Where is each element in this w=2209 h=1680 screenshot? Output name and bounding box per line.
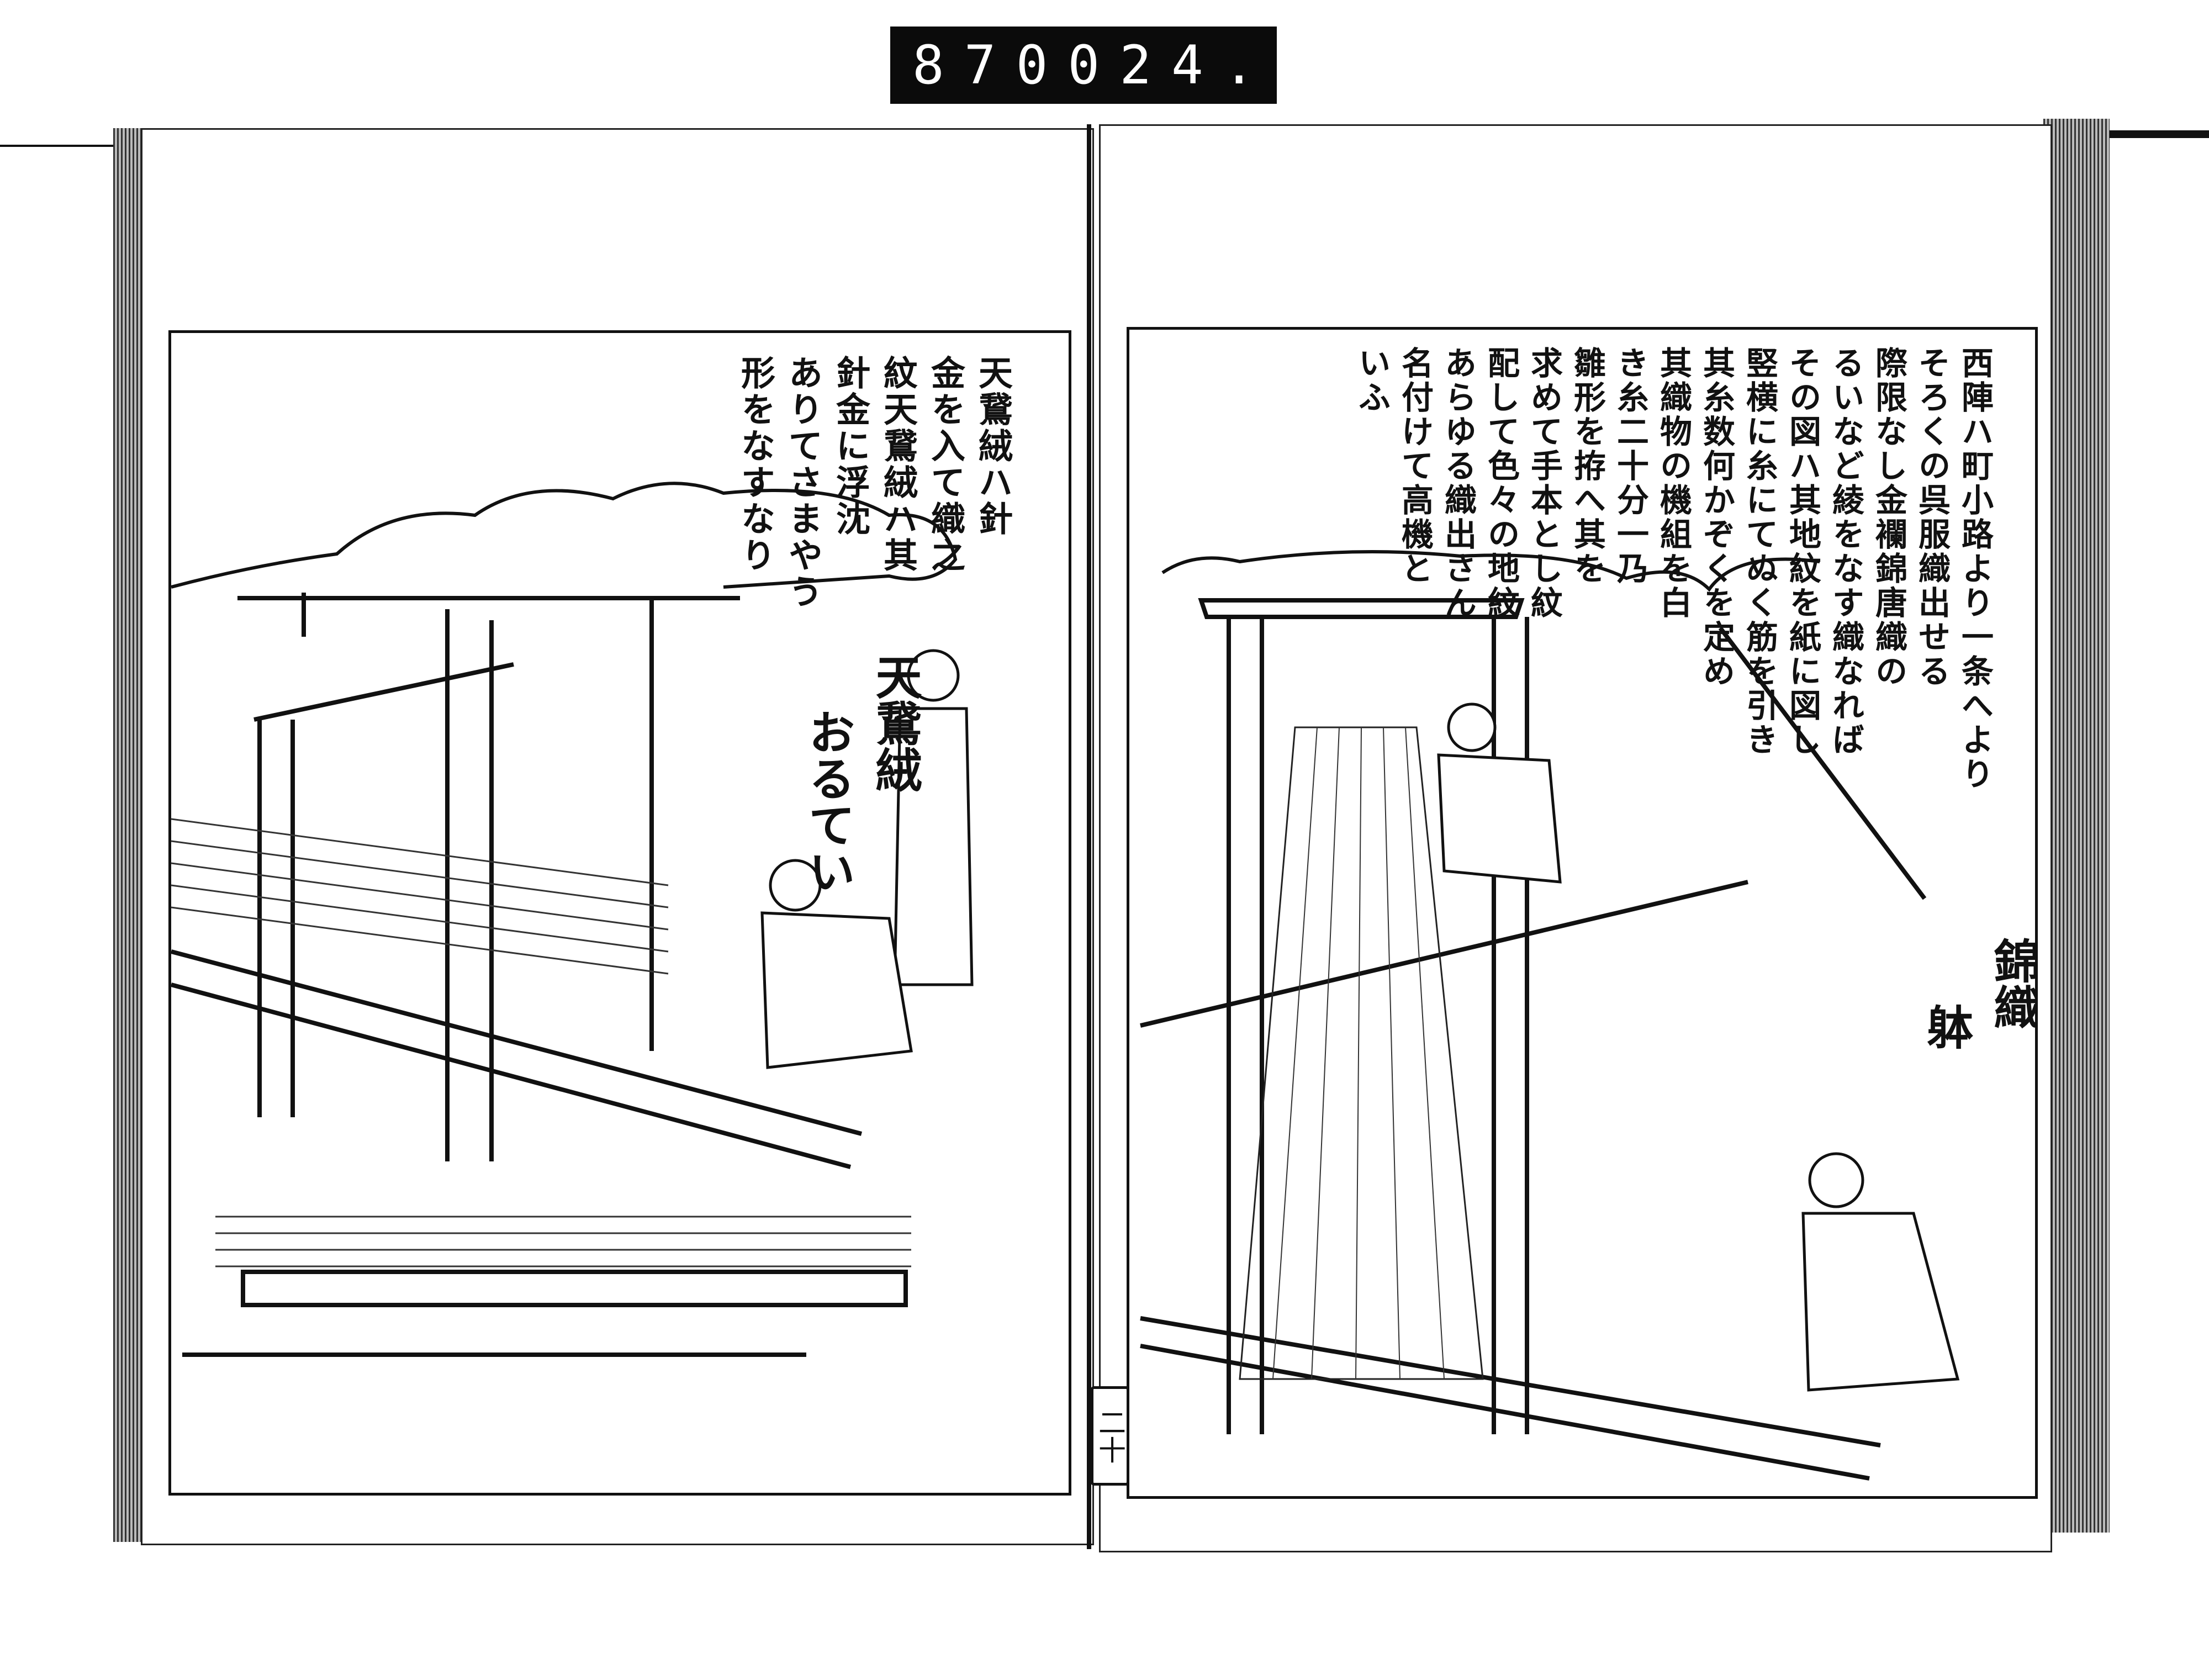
scan-label-right: 024. [1067,34,1275,96]
warp-lines [1272,727,1445,1380]
text-column: 天鵞絨ハ針 [973,355,1013,537]
text-column: 際限なし金襴錦唐織の [1870,346,1907,689]
text-column: き糸二十分一乃 [1611,346,1649,586]
text-column: 紋天鵞絨ハ其 [878,355,918,574]
cloud [171,482,958,589]
text-column: その図ハ其地紋を紙に図し [1784,346,1821,757]
text-column: 針金に浮沈 [830,355,870,537]
caption-line: 錦織 [1986,937,2038,1030]
text-column: 其織物の機組を白 [1655,346,1692,620]
text-column: 竪横に糸にてぬく筋を引き [1741,346,1778,757]
weaver-figures [760,649,974,1069]
text-column: 配して色々の地紋 [1482,346,1520,620]
text-column: そろくの呉服織出せる [1913,346,1951,689]
loom-frame [1140,598,1927,1481]
left-page-text: 天鵞絨ハ針 金を入て織之 紋天鵞絨ハ其 針金に浮沈 ありてさまやう 形をなすなり [731,355,1016,698]
top-rule-right [2076,130,2209,138]
scan-label: 870 024. [890,27,1277,104]
text-column: 名付けて高機と [1396,346,1434,586]
text-column: 其糸数何かぞくを定め [1698,346,1735,689]
page-number: 二十 [1091,1386,1129,1486]
warp-threads [171,818,911,1267]
book-edge-right [2043,119,2110,1533]
text-column: 金を入て織之 [925,355,965,574]
right-illustration: 西陣ハ町小路より一条へより そろくの呉服織出せる 際限なし金襴錦唐織の るいなど… [1127,327,2038,1499]
caption-line: 躰 [1920,1003,1974,1050]
cloud [1161,550,1820,592]
scan-label-left: 870 [912,34,1068,96]
caption-line: おるてい [801,709,856,894]
left-caption: 天鵞絨 おるてい [795,653,929,894]
text-column: 求めて手本とし紋 [1525,346,1563,620]
caption-line: 天鵞絨 [868,653,923,793]
right-caption: 錦織 躰 [1914,937,2038,1050]
text-column: あらゆる織出さん [1439,346,1477,620]
top-rule-left [0,145,119,147]
right-page-text: 西陣ハ町小路より一条へより そろくの呉服織出せる 際限なし金襴錦唐織の るいなど… [1350,346,1996,832]
warp-threads [1239,726,1484,1380]
text-column: いふ [1353,346,1391,415]
velvet-loom-drawing [171,482,974,1357]
left-illustration: 天鵞絨ハ針 金を入て織之 紋天鵞絨ハ其 針金に浮沈 ありてさまやう 形をなすなり… [168,330,1071,1496]
text-column: 形をなすなり [735,355,775,574]
weaver-figures [1437,702,1960,1392]
text-column: るいなど綾をなす織なれば [1827,346,1864,757]
loom-frame [171,593,908,1357]
gutter-line [1087,124,1091,1549]
brocade-loom-drawing [1140,550,1960,1481]
text-column: ありてさまやう [783,355,823,610]
text-column: 西陣ハ町小路より一条へより [1956,346,1994,791]
text-column: 雛形を拵へ其を [1568,346,1606,586]
